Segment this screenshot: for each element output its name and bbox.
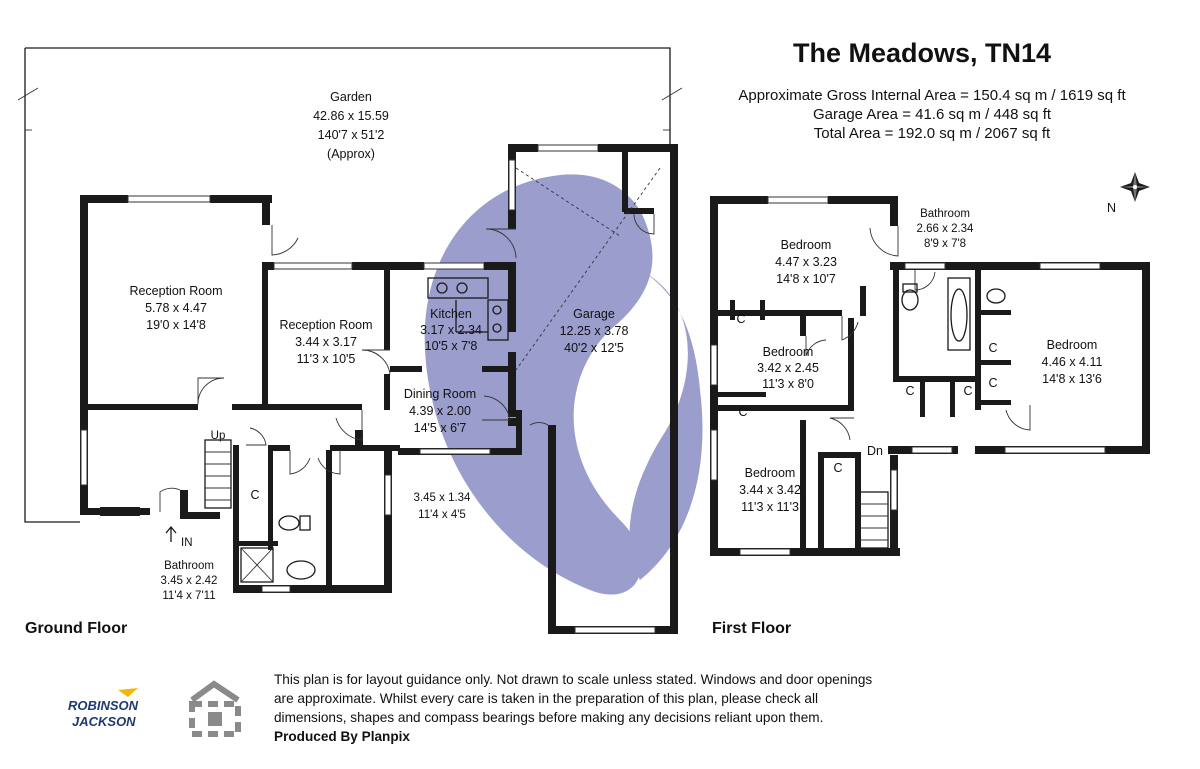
svg-text:Reception Room: Reception Room (279, 318, 372, 332)
cupboard-label-2: C (738, 405, 747, 419)
svg-text:11'4 x 7'11: 11'4 x 7'11 (162, 590, 215, 602)
svg-text:3.44 x 3.17: 3.44 x 3.17 (295, 335, 357, 349)
first-floor-walls (710, 196, 1150, 556)
ground-bathroom-label: Bathroom 3.45 x 2.42 11'4 x 7'11 (147, 556, 233, 602)
gross-internal-area: Approximate Gross Internal Area = 150.4 … (738, 87, 1126, 104)
ground-floor-walls (80, 195, 522, 593)
svg-text:3.44 x 3.42: 3.44 x 3.42 (739, 483, 801, 497)
svg-text:40'2 x 12'5: 40'2 x 12'5 (564, 341, 624, 355)
cupboard-label-3: C (833, 461, 842, 475)
stairs-down-label: Dn (867, 444, 883, 458)
svg-text:Bedroom: Bedroom (1047, 338, 1098, 352)
svg-text:ROBINSON: ROBINSON (68, 698, 139, 713)
svg-text:Garden: Garden (330, 90, 372, 104)
page-title: The Meadows, TN14 (793, 38, 1051, 68)
compass-icon (1120, 172, 1150, 202)
svg-text:3.42 x 2.45: 3.42 x 2.45 (757, 361, 819, 375)
store-room-label: 3.45 x 1.34 11'4 x 4'5 (414, 492, 472, 521)
svg-text:4.47 x 3.23: 4.47 x 3.23 (775, 255, 837, 269)
svg-text:Reception Room: Reception Room (129, 284, 222, 298)
ground-floor-title: Ground Floor (25, 620, 127, 637)
reception-room-2-label: Reception Room 3.44 x 3.17 11'3 x 10'5 (279, 318, 372, 366)
svg-text:Dining Room: Dining Room (404, 387, 476, 401)
cupboard-label-4: C (905, 384, 914, 398)
dining-room-label: Dining Room 4.39 x 2.00 14'5 x 6'7 (404, 387, 476, 435)
svg-text:19'0 x 14'8: 19'0 x 14'8 (146, 318, 206, 332)
compass-north-label: N (1107, 201, 1116, 215)
svg-text:3.17 x 2.34: 3.17 x 2.34 (420, 323, 482, 337)
stairs-up-label: Up (211, 430, 226, 442)
svg-text:JACKSON: JACKSON (72, 714, 136, 729)
watermark-logo (424, 174, 703, 595)
svg-text:10'5 x 7'8: 10'5 x 7'8 (425, 339, 478, 353)
svg-text:3.45 x 1.34: 3.45 x 1.34 (414, 492, 472, 504)
svg-text:Bathroom: Bathroom (164, 560, 214, 572)
cupboard-label-5: C (963, 384, 972, 398)
ground-floor-doors (159, 225, 511, 512)
bedroom-4-label: Bedroom 3.44 x 3.42 11'3 x 11'3 (739, 466, 801, 514)
garden-label: Garden 42.86 x 15.59 140'7 x 51'2 (Appro… (313, 90, 389, 161)
svg-text:2.66 x 2.34: 2.66 x 2.34 (917, 223, 975, 235)
svg-text:11'3 x 8'0: 11'3 x 8'0 (762, 377, 814, 391)
garden-outline (17, 47, 683, 523)
svg-text:5.78 x 4.47: 5.78 x 4.47 (145, 301, 207, 315)
first-floor-doors (805, 226, 1031, 549)
entrance-label: IN (181, 537, 193, 549)
svg-text:4.46 x 4.11: 4.46 x 4.11 (1042, 355, 1103, 369)
disclaimer-line-1: This plan is for layout guidance only. N… (274, 672, 872, 687)
ground-floor-fixtures (204, 277, 509, 583)
svg-text:14'8 x 13'6: 14'8 x 13'6 (1042, 372, 1102, 386)
robinson-jackson-logo: ROBINSON JACKSON (68, 688, 139, 729)
svg-text:11'3 x 11'3: 11'3 x 11'3 (741, 500, 799, 514)
disclaimer-line-3: dimensions, shapes and compass bearings … (274, 710, 823, 725)
ground-cupboard-label: C (250, 488, 259, 502)
svg-text:12.25 x 3.78: 12.25 x 3.78 (560, 324, 629, 338)
reception-room-1-label: Reception Room 5.78 x 4.47 19'0 x 14'8 (129, 284, 222, 332)
cupboard-label-1: C (736, 312, 745, 326)
svg-text:11'4 x 4'5: 11'4 x 4'5 (418, 509, 466, 521)
bedroom-2-label: Bedroom 3.42 x 2.45 11'3 x 8'0 (757, 345, 819, 391)
svg-text:Bedroom: Bedroom (781, 238, 832, 252)
first-bathroom-label: Bathroom 2.66 x 2.34 8'9 x 7'8 (909, 205, 981, 251)
produced-by: Produced By Planpix (274, 729, 410, 744)
total-area: Total Area = 192.0 sq m / 2067 sq ft (814, 125, 1051, 142)
garage-area: Garage Area = 41.6 sq m / 448 sq ft (813, 106, 1052, 123)
disclaimer-line-2: are approximate. Whilst every care is ta… (274, 691, 818, 706)
svg-text:(Approx): (Approx) (327, 147, 375, 161)
garage-label: Garage 12.25 x 3.78 40'2 x 12'5 (560, 307, 629, 355)
svg-text:3.45 x 2.42: 3.45 x 2.42 (161, 575, 218, 587)
first-floor-title: First Floor (712, 620, 791, 637)
entrance-arrow-icon (165, 525, 177, 542)
svg-text:Bedroom: Bedroom (763, 345, 814, 359)
svg-text:11'3 x 10'5: 11'3 x 10'5 (297, 352, 356, 366)
bedroom-3-label: Bedroom 4.46 x 4.11 14'8 x 13'6 (1042, 338, 1103, 386)
planpix-house-icon (189, 680, 241, 737)
svg-text:14'5 x 6'7: 14'5 x 6'7 (414, 421, 467, 435)
bedroom-1-label: Bedroom 4.47 x 3.23 14'8 x 10'7 (775, 238, 837, 286)
garage-walls (485, 144, 678, 634)
svg-text:Bedroom: Bedroom (745, 466, 796, 480)
svg-text:4.39 x 2.00: 4.39 x 2.00 (409, 404, 471, 418)
svg-text:42.86 x 15.59: 42.86 x 15.59 (313, 109, 389, 123)
cupboard-label-6: C (988, 341, 997, 355)
svg-text:Kitchen: Kitchen (430, 307, 472, 321)
svg-text:Garage: Garage (573, 307, 615, 321)
cupboard-label-7: C (988, 376, 997, 390)
svg-text:Bathroom: Bathroom (920, 208, 970, 220)
svg-text:8'9 x 7'8: 8'9 x 7'8 (924, 238, 966, 250)
svg-text:140'7 x 51'2: 140'7 x 51'2 (318, 128, 385, 142)
svg-text:14'8 x 10'7: 14'8 x 10'7 (776, 272, 836, 286)
kitchen-label: Kitchen 3.17 x 2.34 10'5 x 7'8 (420, 307, 482, 353)
